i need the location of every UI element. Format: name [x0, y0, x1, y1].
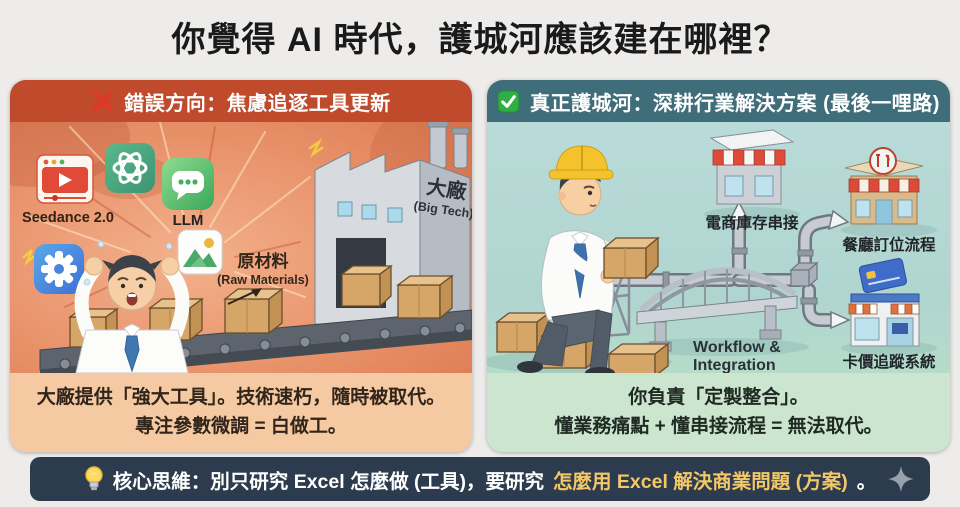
right-caption-line2: 懂業務痛點 + 懂串接流程 = 無法取代。	[554, 415, 883, 437]
takeaway-text-prefix: 核心思維：別只研究 Excel 怎麼做 (工具)，要研究	[112, 470, 544, 493]
storefront-restaurant	[844, 147, 924, 225]
openai-icon	[105, 143, 155, 193]
video-player-icon	[36, 154, 94, 204]
stressed-person-illustration	[74, 240, 190, 373]
workflow-label-line2: Integration	[693, 357, 776, 373]
left-panel-caption: 大廠提供「強大工具」。技術速朽，隨時被取代。 專注參數微調 = 白做工。	[10, 373, 472, 452]
raw-materials-label-zh: 原材料	[238, 251, 289, 271]
takeaway-text-highlight: 怎麼用 Excel 解決商業問題 (方案)	[552, 470, 848, 493]
raw-materials-label-en: (Raw Materials)	[217, 273, 309, 287]
right-caption-line1: 你負責「定製整合」。	[628, 387, 809, 408]
sparkle-icon	[888, 466, 914, 498]
chat-bubble-icon	[162, 158, 214, 210]
check-mark-icon	[497, 89, 520, 113]
gear-icon	[34, 244, 84, 294]
left-panel-header: 錯誤方向：焦慮追逐工具更新	[10, 80, 472, 122]
left-caption-line1: 大廠提供「強大工具」。技術速朽，隨時被取代。	[36, 387, 446, 408]
true-moat-panel: 真正護城河：深耕行業解決方案 (最後一哩路)	[487, 80, 950, 452]
right-panel-illustration: Workflow & Integration 電商庫存串接	[487, 122, 950, 373]
storefront-card-tracking	[848, 257, 920, 347]
left-caption-line2: 專注參數微調 = 白做工。	[135, 415, 347, 437]
page-title: 你覺得 AI 時代，護城河應該建在哪裡？	[171, 20, 789, 59]
restaurant-label: 餐廳訂位流程	[841, 235, 936, 254]
ecommerce-label: 電商庫存串接	[705, 213, 799, 232]
wrong-direction-panel: 錯誤方向：焦慮追逐工具更新	[10, 80, 472, 452]
worker-illustration	[517, 145, 660, 373]
takeaway-text-suffix: 。	[856, 470, 877, 493]
card-tracking-label: 卡價追蹤系統	[842, 352, 936, 371]
key-takeaway-bar: 核心思維：別只研究 Excel 怎麼做 (工具)，要研究怎麼用 Excel 解決…	[30, 457, 930, 501]
raw-materials-arrow	[227, 288, 262, 305]
right-panel-caption: 你負責「定製整合」。 懂業務痛點 + 懂串接流程 = 無法取代。	[487, 373, 950, 452]
left-panel-header-label: 錯誤方向：焦慮追逐工具更新	[124, 92, 391, 115]
x-mark-icon	[91, 90, 114, 113]
lightbulb-icon	[84, 466, 104, 492]
storefront-ecommerce	[709, 129, 795, 205]
right-panel-header: 真正護城河：深耕行業解決方案 (最後一哩路)	[487, 80, 950, 122]
image-icon	[177, 229, 223, 275]
llm-label: LLM	[173, 212, 204, 229]
seedance-label: Seedance 2.0	[22, 210, 114, 226]
left-panel-illustration: Seedance 2.0 LLM	[10, 122, 472, 373]
workflow-label-line1: Workflow &	[693, 339, 781, 356]
right-panel-header-label: 真正護城河：深耕行業解決方案 (最後一哩路)	[530, 92, 940, 115]
